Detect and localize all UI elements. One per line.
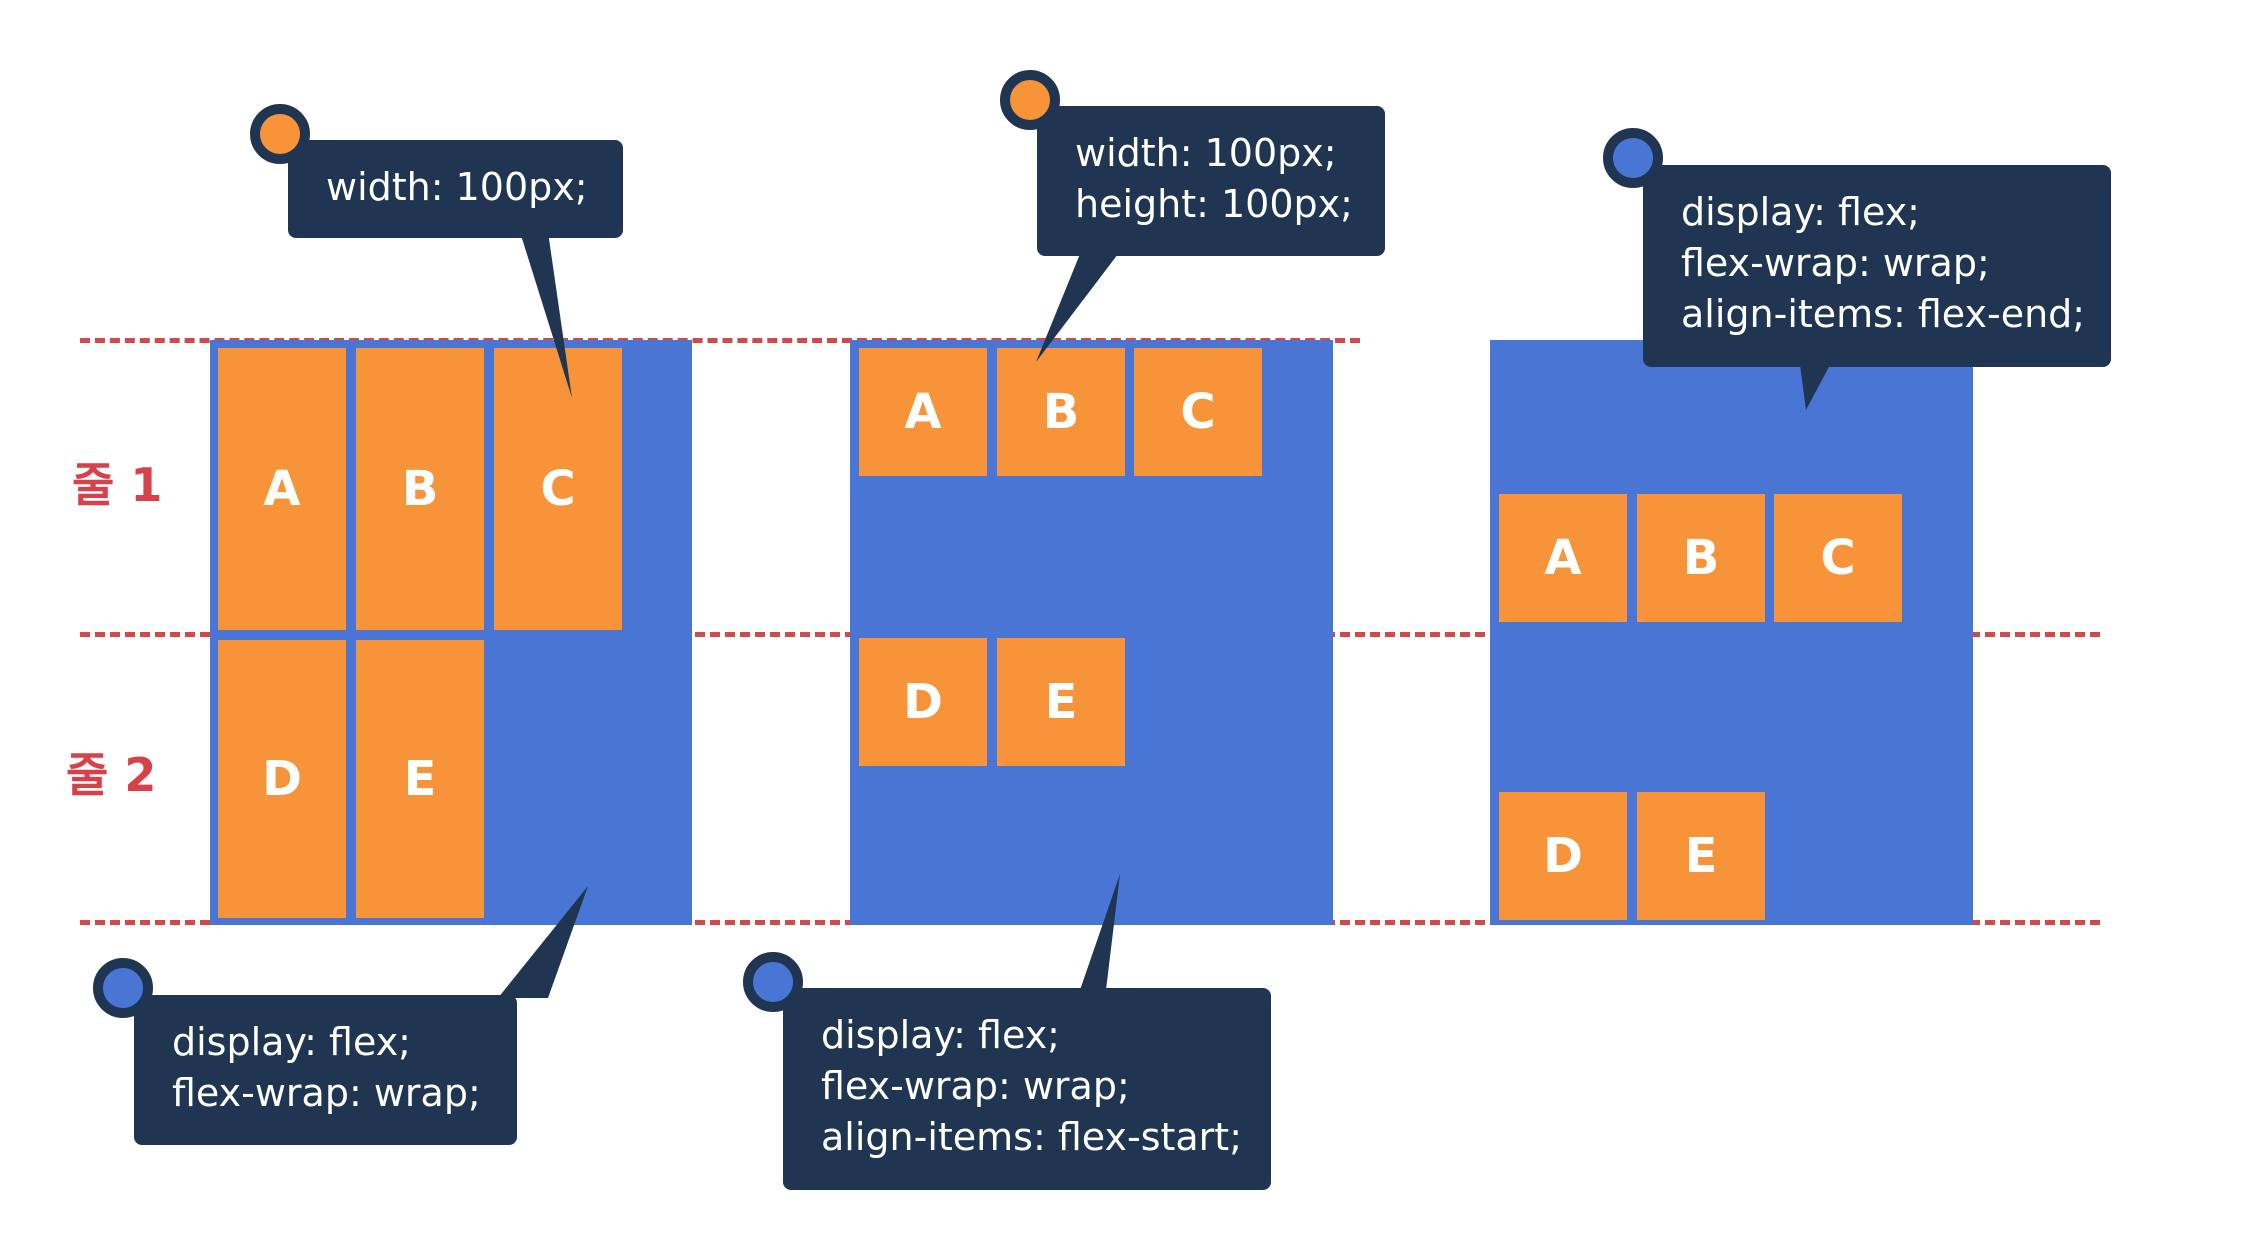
callout-line: align-items: flex-end;: [1681, 292, 2086, 336]
panel-1-item-b: B: [356, 348, 484, 630]
panel-2-item-e: E: [997, 638, 1125, 766]
row-label-1: 줄 1: [72, 458, 163, 512]
panel-3-item-d: D: [1499, 792, 1627, 920]
panel-1-item-d: D: [218, 640, 346, 918]
panel-1-item-a: A: [218, 348, 346, 630]
callout-line: flex-wrap: wrap;: [172, 1071, 481, 1115]
callout-line: width: 100px;: [1075, 131, 1337, 175]
row-label-2: 줄 2: [66, 748, 157, 802]
blue-dot-icon: [93, 958, 153, 1018]
panel-3-item-b: B: [1637, 494, 1765, 622]
panel-2-item-d: D: [859, 638, 987, 766]
tail-panel-2-bottom: [1080, 874, 1120, 990]
callout-panel-1-width: width: 100px;: [288, 140, 623, 238]
callout-line: display: flex;: [1681, 190, 1920, 234]
tail-panel-2-top: [1036, 254, 1118, 362]
blue-dot-icon: [743, 952, 803, 1012]
callout-line: flex-wrap: wrap;: [1681, 241, 1990, 285]
orange-dot-icon: [250, 104, 310, 164]
panel-2-item-c: C: [1134, 348, 1262, 476]
panel-2-item-a: A: [859, 348, 987, 476]
tail-panel-1-bottom: [498, 886, 588, 998]
panel-1-item-c: C: [494, 348, 622, 630]
row-guide-top: [80, 338, 1360, 343]
callout-panel-1-flex: display: flex; flex-wrap: wrap;: [134, 995, 517, 1145]
tail-panel-3-top: [1800, 365, 1830, 410]
callout-line: align-items: flex-start;: [821, 1115, 1243, 1159]
callout-line: height: 100px;: [1075, 182, 1353, 226]
panel-3-item-e: E: [1637, 792, 1765, 920]
callout-line: display: flex;: [172, 1020, 411, 1064]
panel-3-item-c: C: [1774, 494, 1902, 622]
callout-line: width: 100px;: [326, 165, 588, 209]
callout-panel-2-size: width: 100px; height: 100px;: [1037, 106, 1385, 256]
callout-line: flex-wrap: wrap;: [821, 1064, 1130, 1108]
blue-dot-icon: [1603, 128, 1663, 188]
panel-2-item-b: B: [997, 348, 1125, 476]
orange-dot-icon: [1000, 70, 1060, 130]
panel-3-item-a: A: [1499, 494, 1627, 622]
tail-panel-1-top: [520, 232, 572, 398]
callout-panel-3-flex: display: flex; flex-wrap: wrap; align-it…: [1643, 165, 2111, 367]
callout-line: display: flex;: [821, 1013, 1060, 1057]
callout-panel-2-flex: display: flex; flex-wrap: wrap; align-it…: [783, 988, 1271, 1190]
panel-1-item-e: E: [356, 640, 484, 918]
